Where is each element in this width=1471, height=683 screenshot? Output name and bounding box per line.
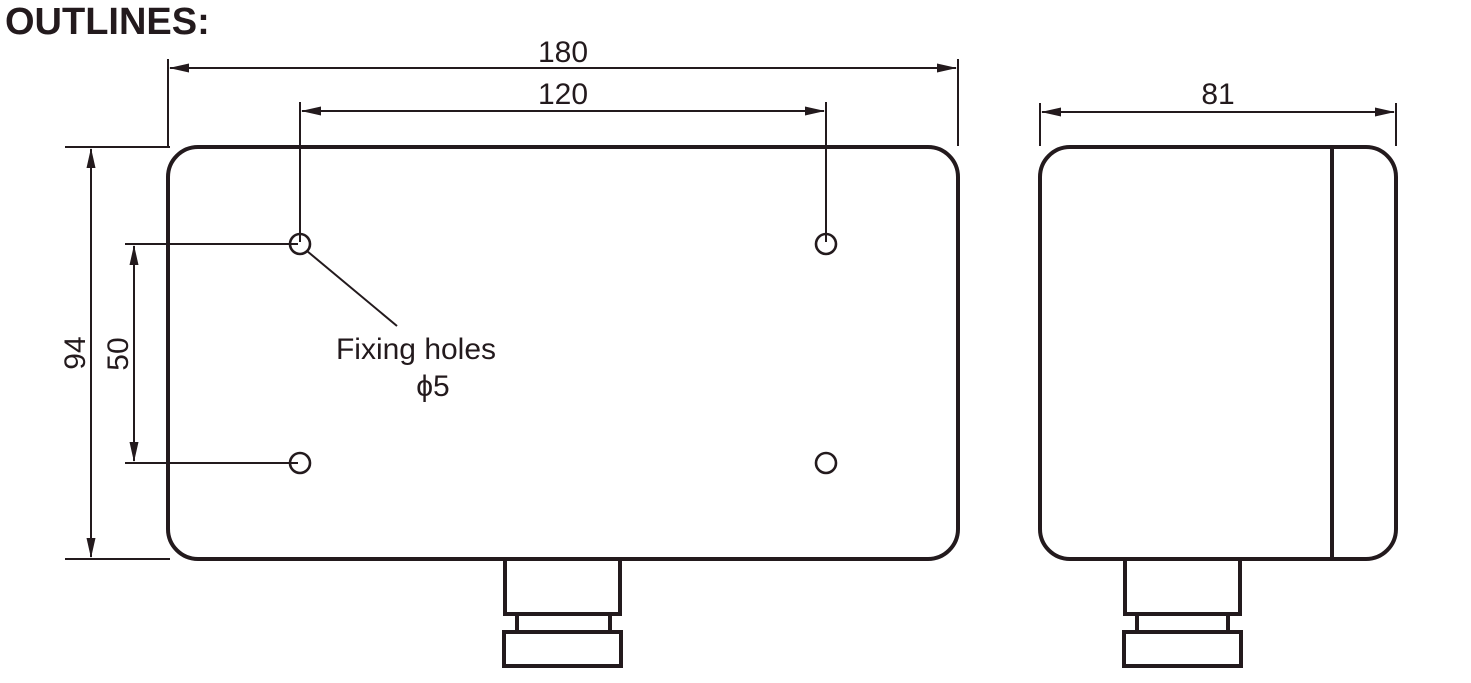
gland-groove: [1135, 612, 1230, 634]
front-body-outline: [166, 145, 960, 561]
fixing-holes-callout: Fixing holes ϕ5: [306, 250, 496, 403]
fixing-hole-bottom-right: [814, 451, 838, 475]
dimension-value: 50: [102, 337, 135, 370]
arrowhead-left: [1041, 107, 1061, 117]
dimension-value: 81: [1201, 78, 1234, 111]
gland-neck: [503, 557, 622, 616]
dimension-value: 94: [59, 336, 92, 369]
dimension-value: 180: [538, 36, 588, 69]
arrowhead-bottom: [86, 538, 96, 558]
front-view: [166, 145, 960, 668]
arrowhead-right: [937, 63, 957, 73]
dimension-overall-width: 180: [167, 36, 959, 146]
arrowhead-bottom: [129, 442, 139, 462]
arrowhead-top: [129, 245, 139, 265]
arrowhead-right: [805, 106, 825, 116]
gland-groove: [515, 612, 612, 634]
callout-text-line2: ϕ5: [416, 370, 450, 403]
arrowhead-right: [1375, 107, 1395, 117]
side-body-outline: [1038, 145, 1398, 561]
callout-text-line1: Fixing holes: [336, 333, 496, 366]
gland-nut: [1122, 630, 1243, 668]
gland-neck: [1123, 557, 1242, 616]
dimension-hole-spacing-vertical: 50: [102, 243, 298, 464]
arrowhead-left: [301, 106, 321, 116]
front-cable-gland: [502, 557, 623, 668]
side-cable-gland: [1122, 557, 1243, 668]
arrowhead-top: [86, 148, 96, 168]
page-title: OUTLINES:: [5, 1, 210, 43]
leader-line: [306, 250, 398, 327]
dimension-hole-spacing-horizontal: 120: [299, 78, 827, 242]
gland-nut: [502, 630, 623, 668]
dimension-side-depth: 81: [1039, 78, 1397, 146]
dimension-value: 120: [538, 78, 588, 111]
side-view: [1038, 145, 1398, 668]
arrowhead-left: [169, 63, 189, 73]
dimension-overall-height: 94: [59, 146, 170, 560]
